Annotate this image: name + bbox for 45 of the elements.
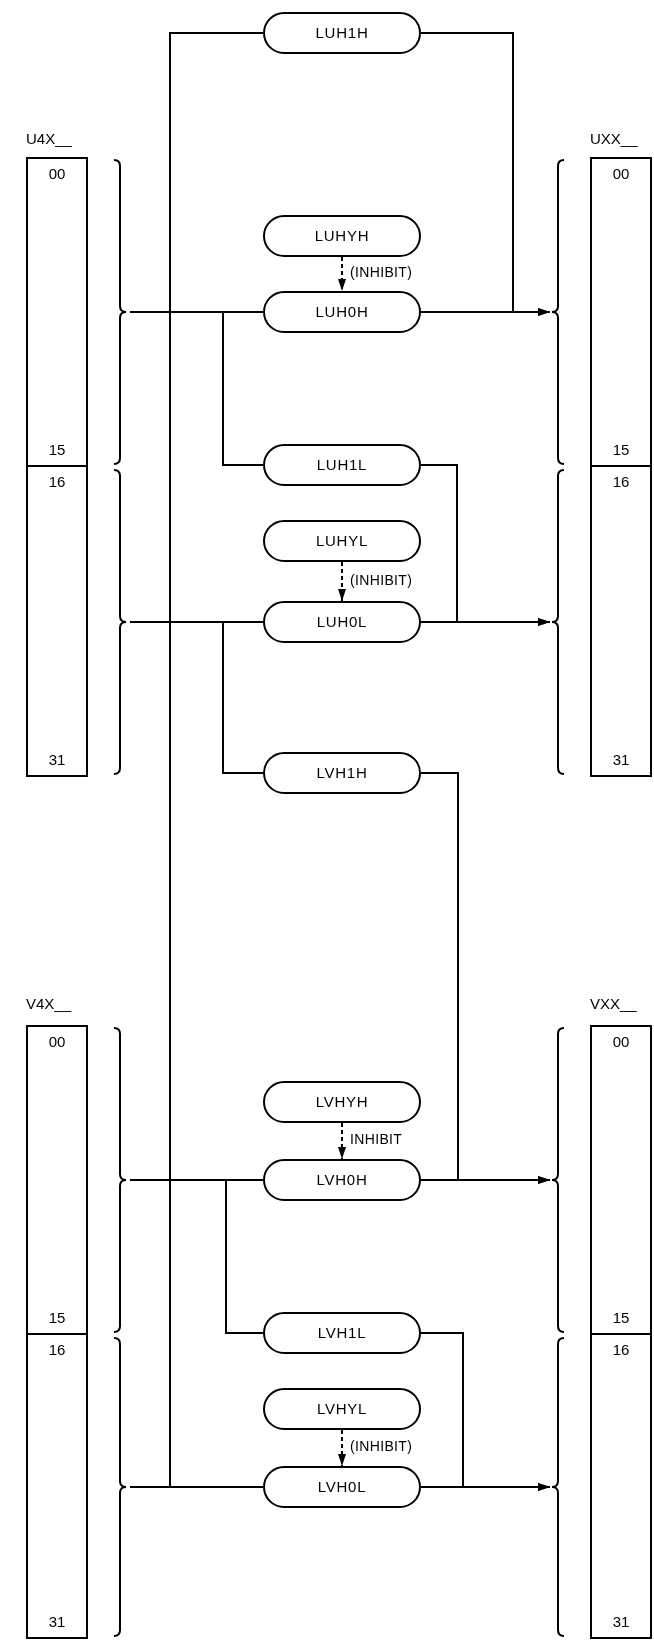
rounded-process-box: LUHYL xyxy=(263,520,421,562)
bit-number: 31 xyxy=(48,1611,66,1632)
bit-number: 15 xyxy=(612,1307,630,1328)
connector-line xyxy=(129,1486,264,1488)
arrow xyxy=(420,618,551,626)
rounded-process-box: LUH1L xyxy=(263,444,421,486)
bit-number: 16 xyxy=(612,472,630,492)
rounded-process-box: LVH1H xyxy=(263,752,421,794)
bit-number: 31 xyxy=(48,749,66,770)
bit-number: 15 xyxy=(612,439,630,460)
rounded-process-box: LVH0L xyxy=(263,1466,421,1508)
arrow xyxy=(420,1176,551,1184)
connector-line xyxy=(129,311,264,466)
bit-number: 16 xyxy=(48,1340,66,1360)
rounded-process-box: LUH1H xyxy=(263,12,421,54)
rounded-process-box: LVH1L xyxy=(263,1312,421,1354)
bit-number: 00 xyxy=(612,164,630,184)
bit-number: 15 xyxy=(48,439,66,460)
arrow xyxy=(338,256,346,292)
rounded-process-box: LVHYL xyxy=(263,1388,421,1430)
bit-number: 16 xyxy=(48,472,66,492)
rounded-process-box: LVH0H xyxy=(263,1159,421,1201)
arrow xyxy=(338,1429,346,1467)
register-name: VXX__ xyxy=(590,994,637,1014)
register-name: UXX__ xyxy=(590,129,638,149)
rounded-process-box: LVHYH xyxy=(263,1081,421,1123)
bit-number: 00 xyxy=(48,164,66,184)
rounded-process-box: LUH0H xyxy=(263,291,421,333)
arrow xyxy=(338,1122,346,1160)
rounded-process-box: LUHYH xyxy=(263,215,421,257)
arrow xyxy=(420,1483,551,1491)
bit-number: 31 xyxy=(612,1611,630,1632)
rounded-process-box: LUH0L xyxy=(263,601,421,643)
bit-number: 00 xyxy=(612,1032,630,1052)
register-name: V4X__ xyxy=(26,994,72,1014)
bit-number: 00 xyxy=(48,1032,66,1052)
bit-number: 31 xyxy=(612,749,630,770)
bit-number: 16 xyxy=(612,1340,630,1360)
arrow xyxy=(420,308,551,316)
bit-number: 15 xyxy=(48,1307,66,1328)
arrow xyxy=(338,561,346,602)
connector-line xyxy=(129,621,264,774)
register-name: U4X__ xyxy=(26,129,72,149)
edge-label: INHIBIT xyxy=(348,1132,405,1146)
connector-line xyxy=(129,1179,264,1334)
